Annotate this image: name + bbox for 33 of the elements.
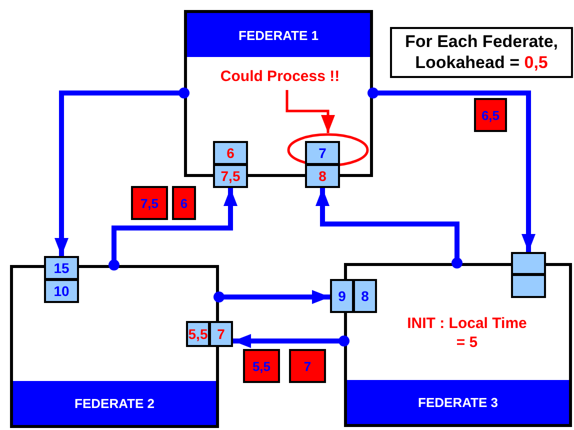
federate-box [10, 265, 219, 428]
federate-header: FEDERATE 1 [187, 13, 370, 57]
queue-cell [511, 252, 546, 275]
message-box: 5,5 [243, 349, 280, 383]
federate-box [344, 263, 572, 427]
arrow [233, 334, 350, 348]
callout-text: Could Process !! [205, 68, 355, 90]
arrow [368, 88, 536, 252]
federate-header: FEDERATE 3 [347, 380, 569, 424]
note-box [390, 27, 573, 78]
queue-cell: 7 [209, 321, 233, 347]
federate-header: FEDERATE 2 [13, 381, 216, 425]
queue-cell: 9 [330, 279, 354, 313]
arrow [316, 188, 462, 268]
queue-cell: 7 [305, 141, 340, 165]
arrow [54, 88, 190, 256]
message-box: 7 [289, 349, 326, 383]
note-text: For Each Federate, Lookahead = 0,5 [404, 31, 560, 73]
queue-cell [511, 274, 546, 298]
queue-cell: 15 [44, 256, 79, 280]
queue-cell: 7,5 [213, 164, 248, 188]
queue-cell: 5,5 [186, 321, 210, 347]
message-box: 7,5 [131, 186, 168, 220]
arrow [214, 290, 330, 304]
queue-cell: 8 [305, 164, 340, 188]
status-text: INIT : Local Time = 5 [406, 314, 528, 352]
arrow [108, 188, 238, 270]
arrow [286, 90, 335, 133]
message-box: 6 [172, 186, 196, 220]
message-box: 6,5 [474, 98, 507, 132]
queue-cell: 6 [213, 141, 248, 165]
queue-cell: 10 [44, 279, 79, 303]
queue-cell: 8 [353, 279, 377, 313]
